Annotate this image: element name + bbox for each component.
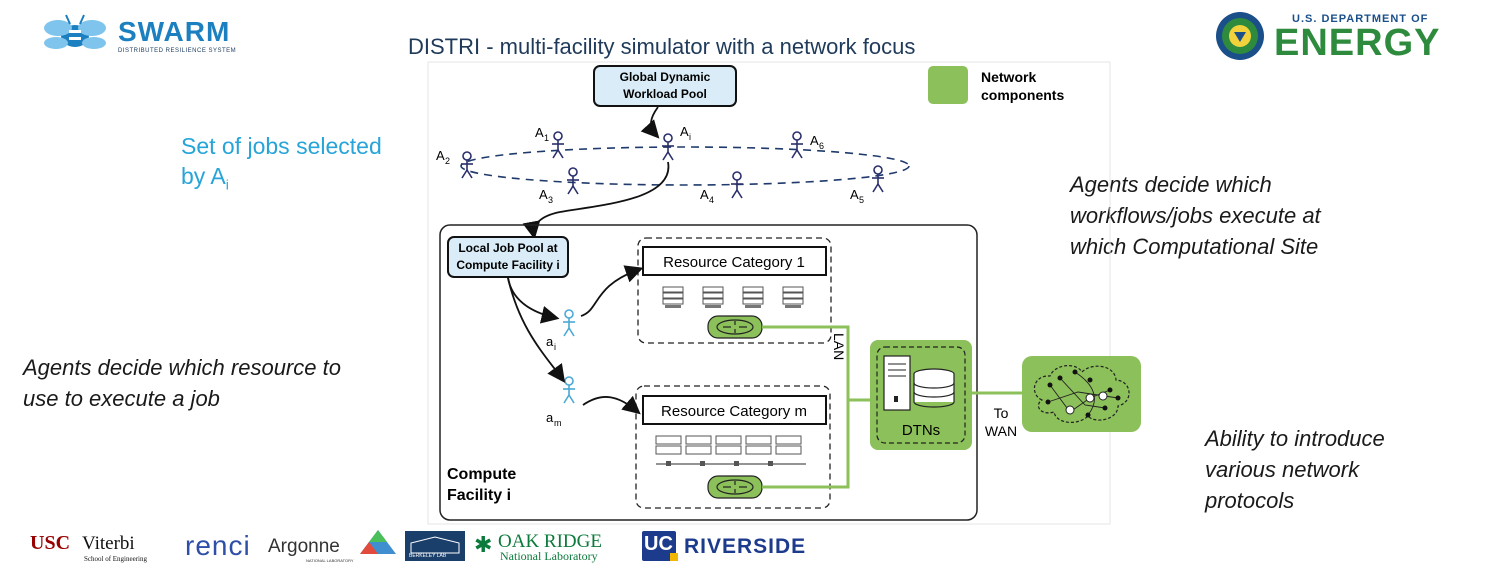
- usc-viterbi-logo: USC Viterbi School of Engineering: [30, 532, 147, 563]
- arrow-ai-to-resource-1: [580, 265, 644, 317]
- resource-m-container: [635, 385, 831, 509]
- svg-text:2: 2: [445, 156, 450, 166]
- svg-text:Facility i: Facility i: [447, 487, 511, 504]
- doe-line2: ENERGY: [1274, 22, 1441, 64]
- svg-text:A: A: [850, 187, 859, 202]
- diagram-frame: [427, 61, 1111, 525]
- svg-text:Global Dynamic: Global Dynamic: [620, 70, 711, 84]
- svg-text:A: A: [539, 187, 548, 202]
- arrow-to-local-pool: [522, 161, 670, 240]
- svg-text:m: m: [554, 418, 562, 428]
- resource-m-rack: [655, 435, 806, 466]
- svg-text:4: 4: [709, 195, 714, 205]
- swarm-tagline: DISTRIBUTED RESILIENCE SYSTEM: [118, 48, 237, 54]
- svg-text:a: a: [546, 334, 554, 349]
- doe-seal-icon: [1216, 12, 1264, 60]
- bee-icon: [44, 14, 106, 49]
- agents-resource-note: Agents decide which resource to use to e…: [23, 355, 341, 411]
- berkeley-lab-logo: BERKELEY LAB: [405, 531, 465, 565]
- lan-links: [762, 325, 1022, 489]
- resource-1-servers: [662, 286, 804, 309]
- svg-text:Local Job Pool at: Local Job Pool at: [458, 241, 557, 255]
- svg-text:To: To: [994, 405, 1009, 421]
- svg-text:A: A: [535, 125, 544, 140]
- swarm-logo: SWARM DISTRIBUTED RESILIENCE SYSTEM: [36, 12, 316, 58]
- global-pool-box: Global Dynamic Workload Pool: [593, 65, 737, 107]
- agent-a4: A 4: [700, 171, 744, 205]
- router-1-icon: [707, 315, 763, 339]
- svg-text:1: 1: [544, 133, 549, 143]
- page-title: DISTRI - multi-facility simulator with a…: [408, 34, 916, 59]
- svg-text:i: i: [689, 132, 691, 142]
- svg-text:Network: Network: [981, 69, 1036, 85]
- router-m-icon: [707, 475, 763, 499]
- svg-text:6: 6: [819, 141, 824, 151]
- agent-a1: A 1: [535, 125, 565, 159]
- local-pool-box: Local Job Pool at Compute Facility i: [447, 236, 569, 278]
- svg-text:a: a: [546, 410, 554, 425]
- jobs-selected-note: Set of jobs selected by Ai: [181, 131, 431, 200]
- svg-text:components: components: [981, 87, 1064, 103]
- svg-text:Resource Category 1: Resource Category 1: [663, 254, 805, 271]
- dtns-box: DTNs: [870, 340, 972, 450]
- agent-a5: A 5: [850, 165, 885, 205]
- resource-1-container: [637, 237, 832, 344]
- local-agent-am: a m: [546, 376, 576, 428]
- jobs-selected-line1: Set of jobs selected: [181, 133, 382, 159]
- svg-text:WAN: WAN: [985, 423, 1017, 439]
- wan-cloud-icon: [1022, 356, 1141, 432]
- doe-logo: U.S. DEPARTMENT OF ENERGY: [1212, 10, 1504, 64]
- agent-a3: A 3: [539, 167, 580, 205]
- svg-text:DTNs: DTNs: [902, 422, 940, 439]
- oak-ridge-logo: ✱ OAK RIDGE National Laboratory: [474, 531, 602, 563]
- svg-text:5: 5: [859, 195, 864, 205]
- protocols-note: Ability to introduce various network pro…: [1205, 426, 1385, 513]
- agent-ai: A i: [661, 124, 691, 161]
- oak-leaf-icon: ✱: [474, 532, 493, 557]
- svg-text:Compute: Compute: [447, 466, 516, 483]
- uc-riverside-logo: UC RIVERSIDE: [642, 531, 817, 563]
- svg-text:A: A: [810, 133, 819, 148]
- berkeley-building-icon: [405, 531, 465, 561]
- jobs-selected-line2: by Ai: [181, 163, 229, 193]
- arrow-pool-to-ai: [507, 277, 560, 324]
- compute-facility-label: Compute Facility i: [447, 466, 516, 504]
- swarm-wordmark: SWARM: [118, 16, 231, 47]
- resource-1-label: Resource Category 1: [642, 246, 827, 276]
- lan-label: LAN: [831, 333, 847, 360]
- svg-text:Compute Facility i: Compute Facility i: [456, 258, 559, 272]
- arrow-am-to-resource-m: [582, 395, 641, 415]
- resource-m-label: Resource Category m: [642, 395, 827, 425]
- agent-a6: A 6: [790, 131, 824, 159]
- compute-facility-box: [439, 224, 978, 521]
- argonne-logo: Argonne NATIONAL LABORATORY: [268, 530, 398, 564]
- svg-text:A: A: [700, 187, 709, 202]
- argonne-triangle-icon: [360, 530, 396, 554]
- svg-text:A: A: [680, 124, 689, 139]
- legend-network: Network components: [928, 66, 1064, 104]
- arrow-to-agent-i: [640, 106, 660, 139]
- svg-text:i: i: [554, 342, 556, 352]
- agents-sites-note: Agents decide which workflows/jobs execu…: [1070, 172, 1321, 259]
- svg-text:A: A: [436, 148, 445, 163]
- svg-text:Workload Pool: Workload Pool: [623, 87, 707, 101]
- to-wan-label: To WAN: [985, 405, 1017, 439]
- legend-swatch: [928, 66, 968, 104]
- arrow-pool-to-am: [507, 277, 566, 383]
- agent-ring: [460, 146, 910, 186]
- svg-text:3: 3: [548, 195, 553, 205]
- doe-line1: U.S. DEPARTMENT OF: [1292, 13, 1429, 25]
- local-agent-ai: a i: [546, 309, 576, 352]
- svg-text:Resource Category m: Resource Category m: [661, 403, 807, 420]
- agent-a2: A 2: [436, 148, 474, 179]
